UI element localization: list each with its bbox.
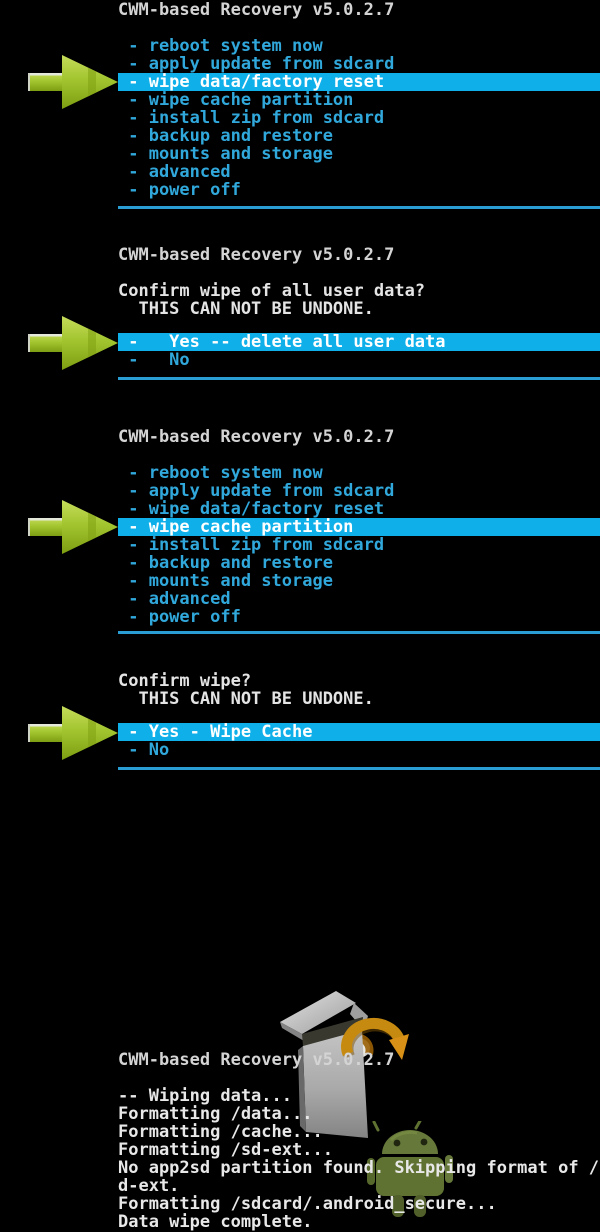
selection-arrow-icon [28, 55, 118, 109]
recovery-title: CWM-based Recovery v5.0.2.7 [118, 1050, 395, 1070]
menu-item-backup-restore[interactable]: - backup and restore [118, 553, 333, 573]
recovery-title: CWM-based Recovery v5.0.2.7 [118, 427, 395, 447]
log-line: Formatting /sdcard/.android_secure... [118, 1194, 497, 1214]
confirm-warning: THIS CAN NOT BE UNDONE. [118, 689, 374, 709]
menu-divider [118, 767, 600, 770]
confirm-yes-item[interactable]: - Yes - Wipe Cache [118, 723, 600, 741]
menu-item-mounts-storage[interactable]: - mounts and storage [118, 144, 333, 164]
selection-arrow-icon [28, 706, 118, 760]
recovery-title: CWM-based Recovery v5.0.2.7 [118, 245, 395, 265]
menu-item-apply-update[interactable]: - apply update from sdcard [118, 54, 395, 74]
menu-item-reboot-system-now[interactable]: - reboot system now [118, 36, 323, 56]
menu-item-wipe-cache[interactable]: - wipe cache partition [118, 90, 354, 110]
recovery-title: CWM-based Recovery v5.0.2.7 [118, 0, 395, 20]
menu-item-power-off[interactable]: - power off [118, 180, 241, 200]
confirm-no-item[interactable]: - No [118, 350, 190, 370]
confirm-yes-item[interactable]: - Yes -- delete all user data [118, 333, 600, 351]
log-line: -- Wiping data... [118, 1086, 292, 1106]
menu-item-apply-update[interactable]: - apply update from sdcard [118, 481, 395, 501]
confirm-warning: THIS CAN NOT BE UNDONE. [118, 299, 374, 319]
selection-arrow-icon [28, 500, 118, 554]
menu-item-wipe-data[interactable]: - wipe data/factory reset [118, 499, 385, 519]
menu-divider [118, 631, 600, 634]
selection-arrow-icon [28, 316, 118, 370]
log-line: d-ext. [118, 1176, 180, 1196]
menu-item-advanced[interactable]: - advanced [118, 589, 231, 609]
menu-item-mounts-storage[interactable]: - mounts and storage [118, 571, 333, 591]
menu-item-install-zip[interactable]: - install zip from sdcard [118, 535, 385, 555]
confirm-no-item[interactable]: - No [118, 740, 170, 760]
menu-item-advanced[interactable]: - advanced [118, 162, 231, 182]
log-line: Formatting /data... [118, 1104, 313, 1124]
log-line: Formatting /sd-ext... [118, 1140, 333, 1160]
log-line: Data wipe complete. [118, 1212, 313, 1232]
menu-item-install-zip[interactable]: - install zip from sdcard [118, 108, 385, 128]
confirm-prompt: Confirm wipe? [118, 671, 252, 691]
cwm-box-logo [280, 991, 409, 1138]
android-robot-icon [367, 1121, 453, 1217]
menu-item-power-off[interactable]: - power off [118, 607, 241, 627]
menu-divider [118, 206, 600, 209]
menu-item-reboot-system-now[interactable]: - reboot system now [118, 463, 323, 483]
log-line: No app2sd partition found. Skipping form… [118, 1158, 600, 1178]
menu-item-wipe-data-selected[interactable]: - wipe data/factory reset [118, 73, 600, 91]
menu-divider [118, 377, 600, 380]
menu-item-wipe-cache-selected[interactable]: - wipe cache partition [118, 518, 600, 536]
log-line: Formatting /cache... [118, 1122, 323, 1142]
menu-item-backup-restore[interactable]: - backup and restore [118, 126, 333, 146]
confirm-prompt: Confirm wipe of all user data? [118, 281, 426, 301]
